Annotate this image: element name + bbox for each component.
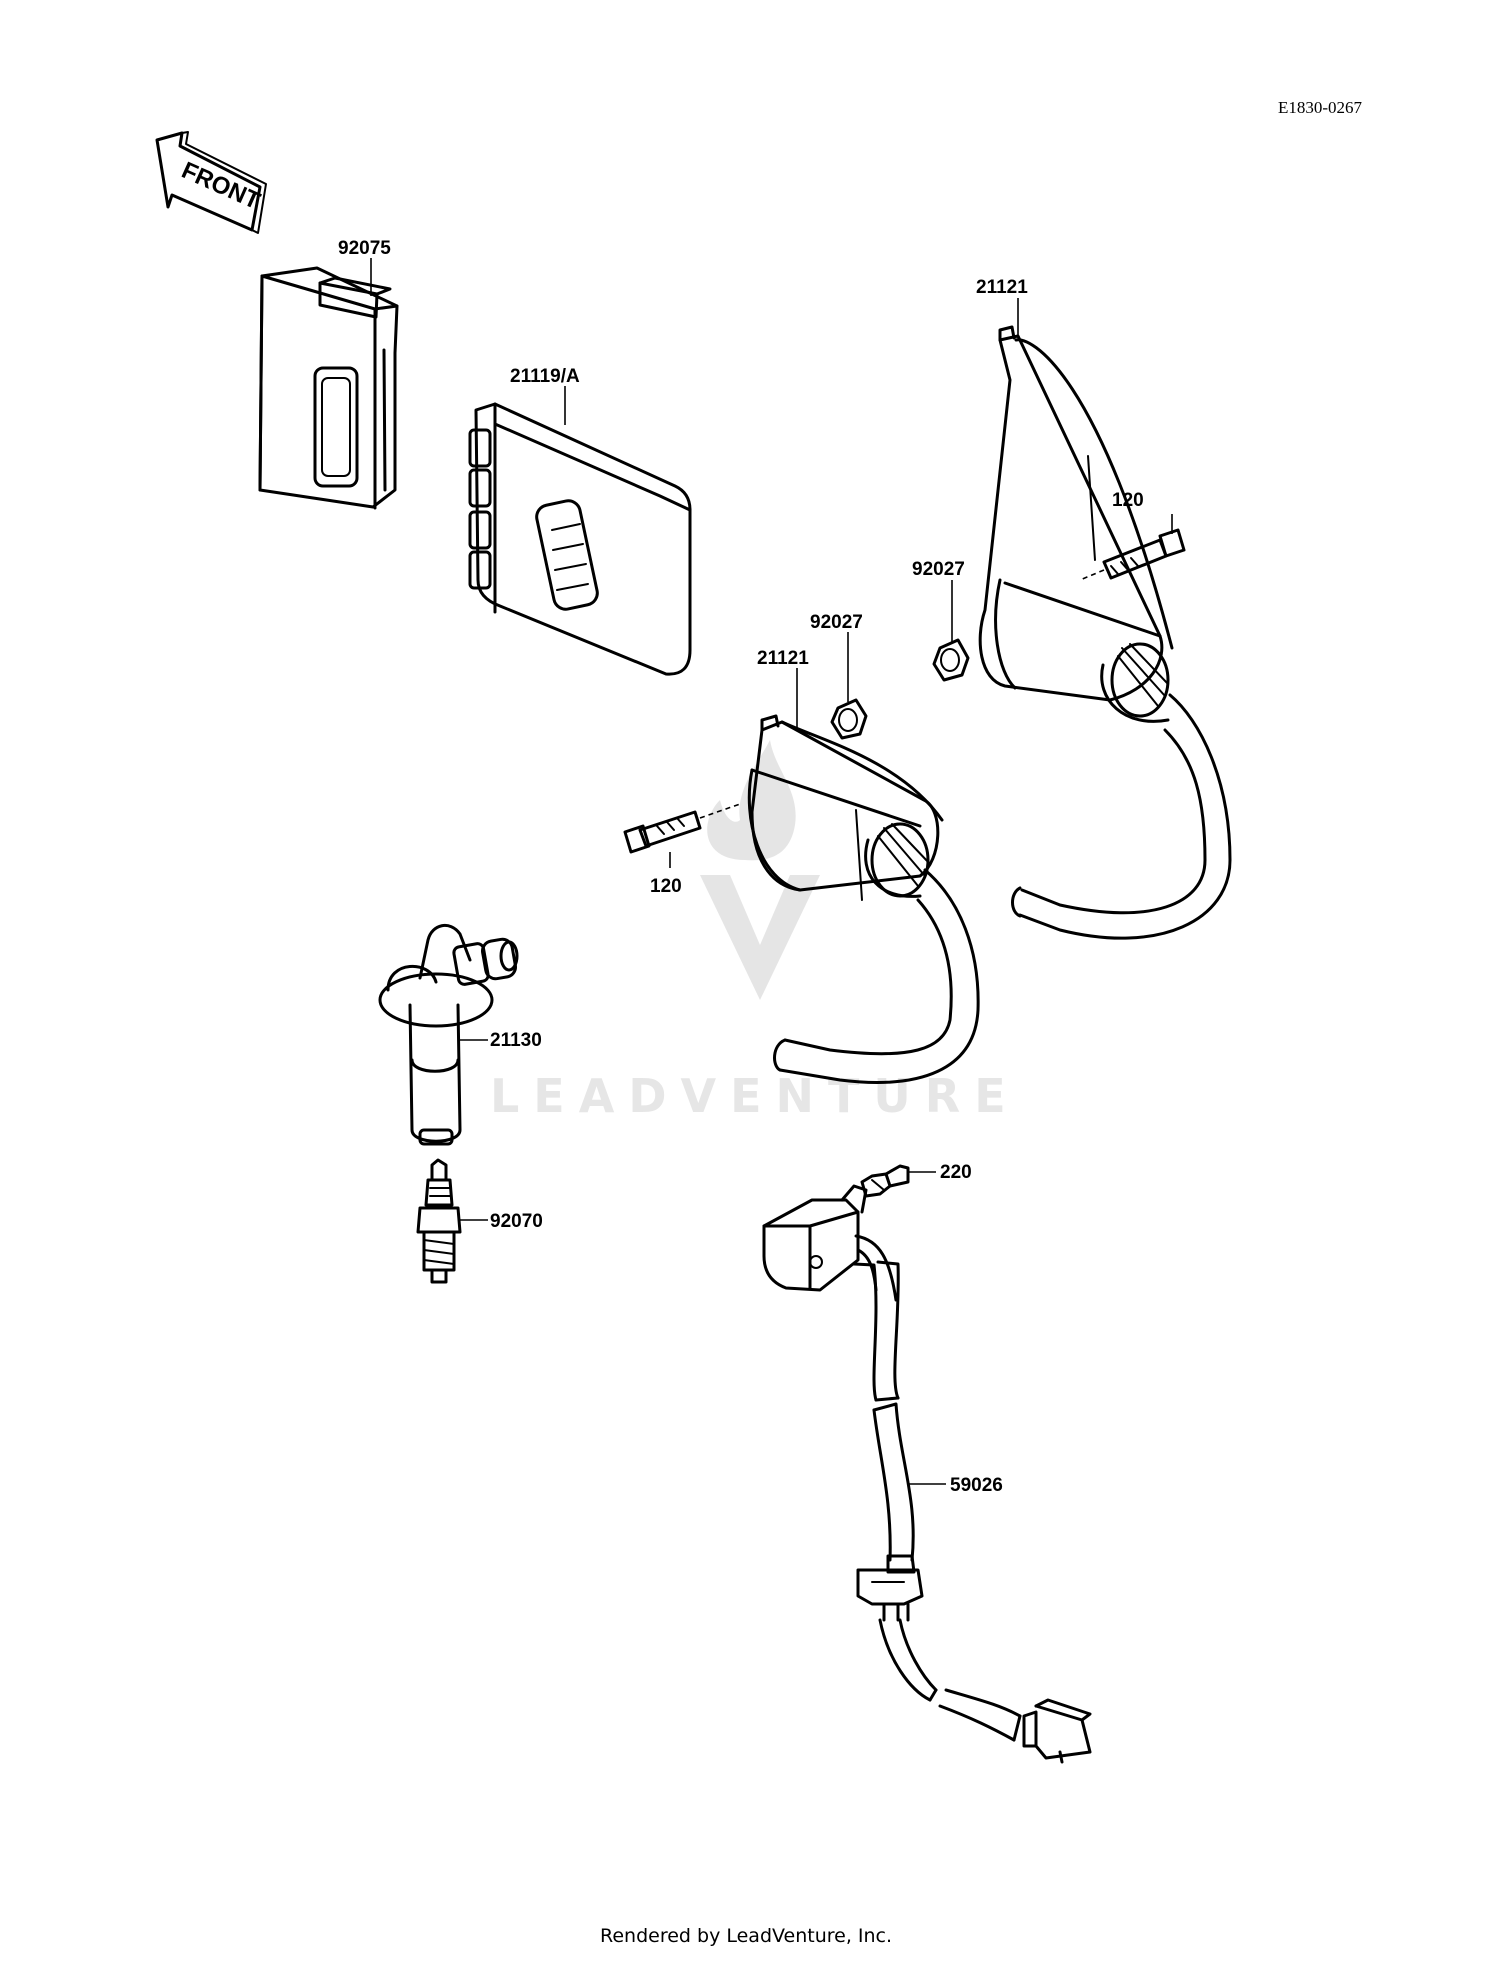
ignitor-case xyxy=(258,266,399,510)
label-21119a: 21119/A xyxy=(510,366,580,387)
diagram-ref-code: E1830-0267 xyxy=(1278,98,1363,117)
label-92075: 92075 xyxy=(338,238,391,259)
front-arrow-icon: FRONT xyxy=(155,131,267,234)
label-92027-right: 92027 xyxy=(912,559,965,580)
watermark-text: LEADVENTURE xyxy=(490,1069,1020,1123)
label-21121-left: 21121 xyxy=(757,648,809,669)
spark-plug-cap xyxy=(378,924,519,1146)
bolt-left xyxy=(623,803,741,854)
ignition-coil-left xyxy=(747,714,980,1084)
label-21121-right: 21121 xyxy=(976,277,1028,298)
label-120-right: 120 xyxy=(1112,490,1144,511)
label-21130: 21130 xyxy=(490,1030,542,1051)
label-120-left: 120 xyxy=(650,876,682,897)
nut-right xyxy=(932,638,970,682)
label-220: 220 xyxy=(940,1162,972,1183)
pickup-coil xyxy=(762,1184,1092,1764)
ignition-coil-right xyxy=(978,325,1232,940)
label-59026: 59026 xyxy=(950,1475,1003,1496)
pickup-screw xyxy=(860,1164,910,1198)
spark-plug xyxy=(416,1158,462,1284)
label-92027-left: 92027 xyxy=(810,612,863,633)
nut-left xyxy=(830,698,868,740)
footer-credit: Rendered by LeadVenture, Inc. xyxy=(600,1925,892,1947)
label-92070: 92070 xyxy=(490,1211,543,1232)
igniter-unit xyxy=(468,402,692,676)
